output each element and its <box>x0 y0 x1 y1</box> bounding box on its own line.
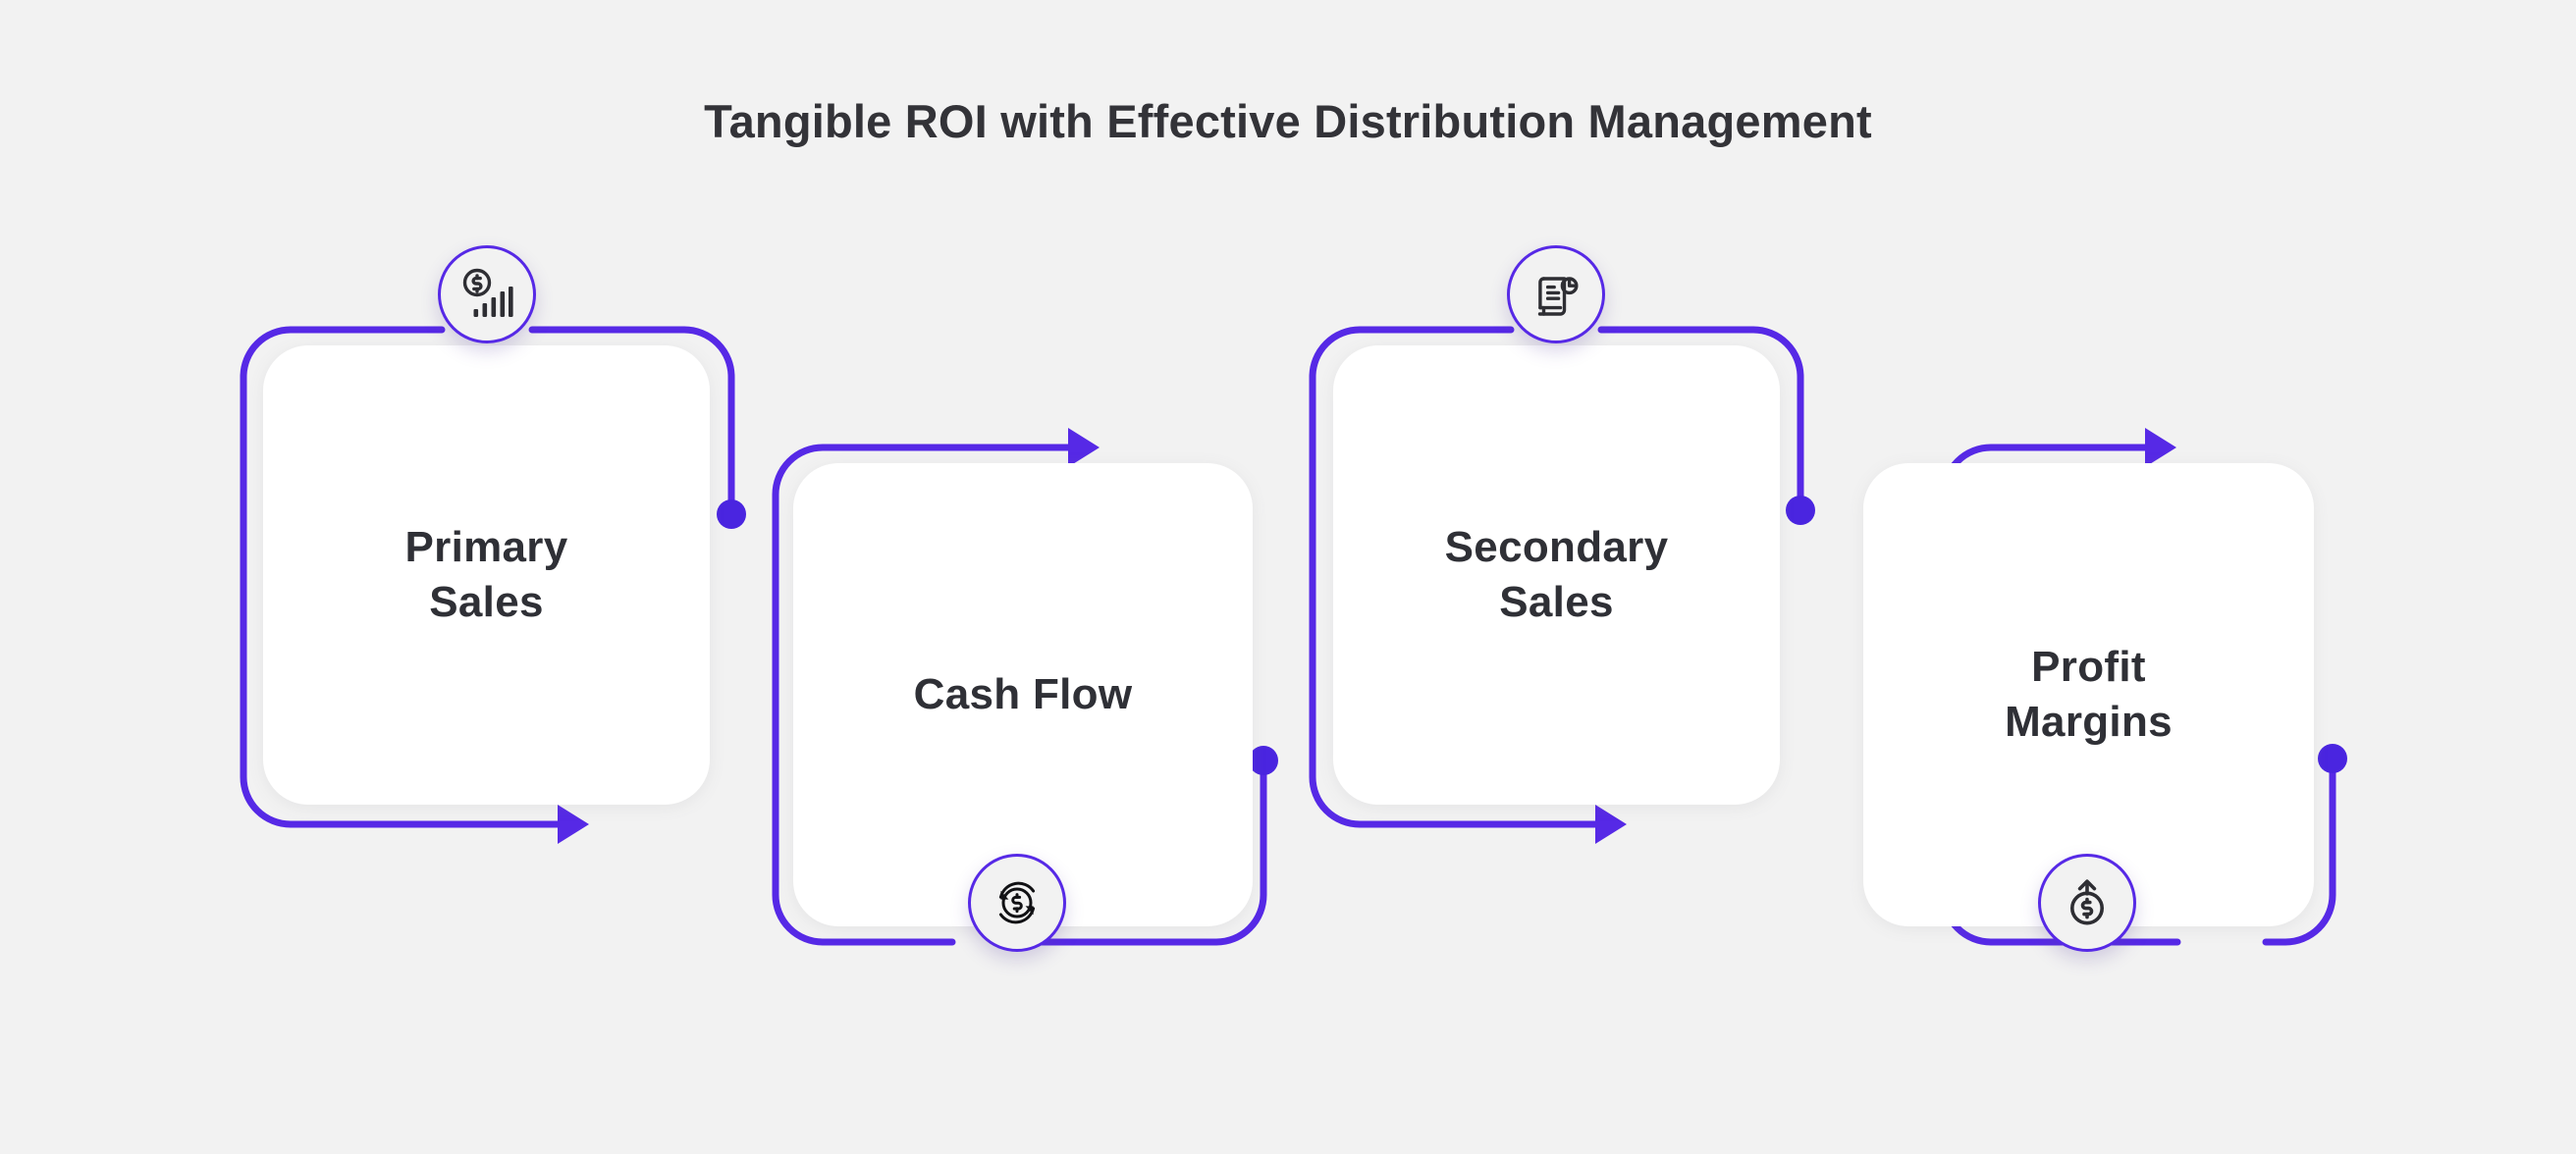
step-card-secondary-sales[interactable]: Secondary Sales <box>1333 345 1780 805</box>
scroll-report-pie-icon <box>1528 266 1584 323</box>
track-arrowhead-3 <box>1595 805 1627 844</box>
step-icon-badge-primary-sales[interactable] <box>438 245 536 343</box>
step-icon-badge-cash-flow[interactable] <box>968 854 1066 952</box>
track-terminus-dot-2 <box>1249 746 1278 775</box>
track-arrowhead-4 <box>2145 428 2176 467</box>
track-arrowhead-2 <box>1068 428 1100 467</box>
track-arrowhead-1 <box>558 805 589 844</box>
step-card-cash-flow[interactable]: Cash Flow <box>793 463 1253 926</box>
page-title: Tangible ROI with Effective Distribution… <box>704 95 1872 147</box>
step-card-label: Cash Flow <box>913 669 1133 718</box>
step-card-label: Primary Sales <box>404 522 568 626</box>
dollar-up-arrow-icon <box>2059 874 2116 931</box>
step-card-label: Secondary Sales <box>1444 522 1669 626</box>
step-card-label: Profit Margins <box>2005 642 2173 746</box>
track-terminus-dot-1 <box>717 499 746 529</box>
dollar-bar-chart-icon <box>458 266 515 323</box>
step-card-profit-margins[interactable]: Profit Margins <box>1863 463 2314 926</box>
track-terminus-dot-3 <box>1786 496 1815 525</box>
track-terminus-dot-4 <box>2318 744 2347 773</box>
step-card-primary-sales[interactable]: Primary Sales <box>263 345 710 805</box>
step-icon-badge-secondary-sales[interactable] <box>1507 245 1605 343</box>
dollar-refresh-cycle-icon <box>989 874 1046 931</box>
step-icon-badge-profit-margins[interactable] <box>2038 854 2136 952</box>
